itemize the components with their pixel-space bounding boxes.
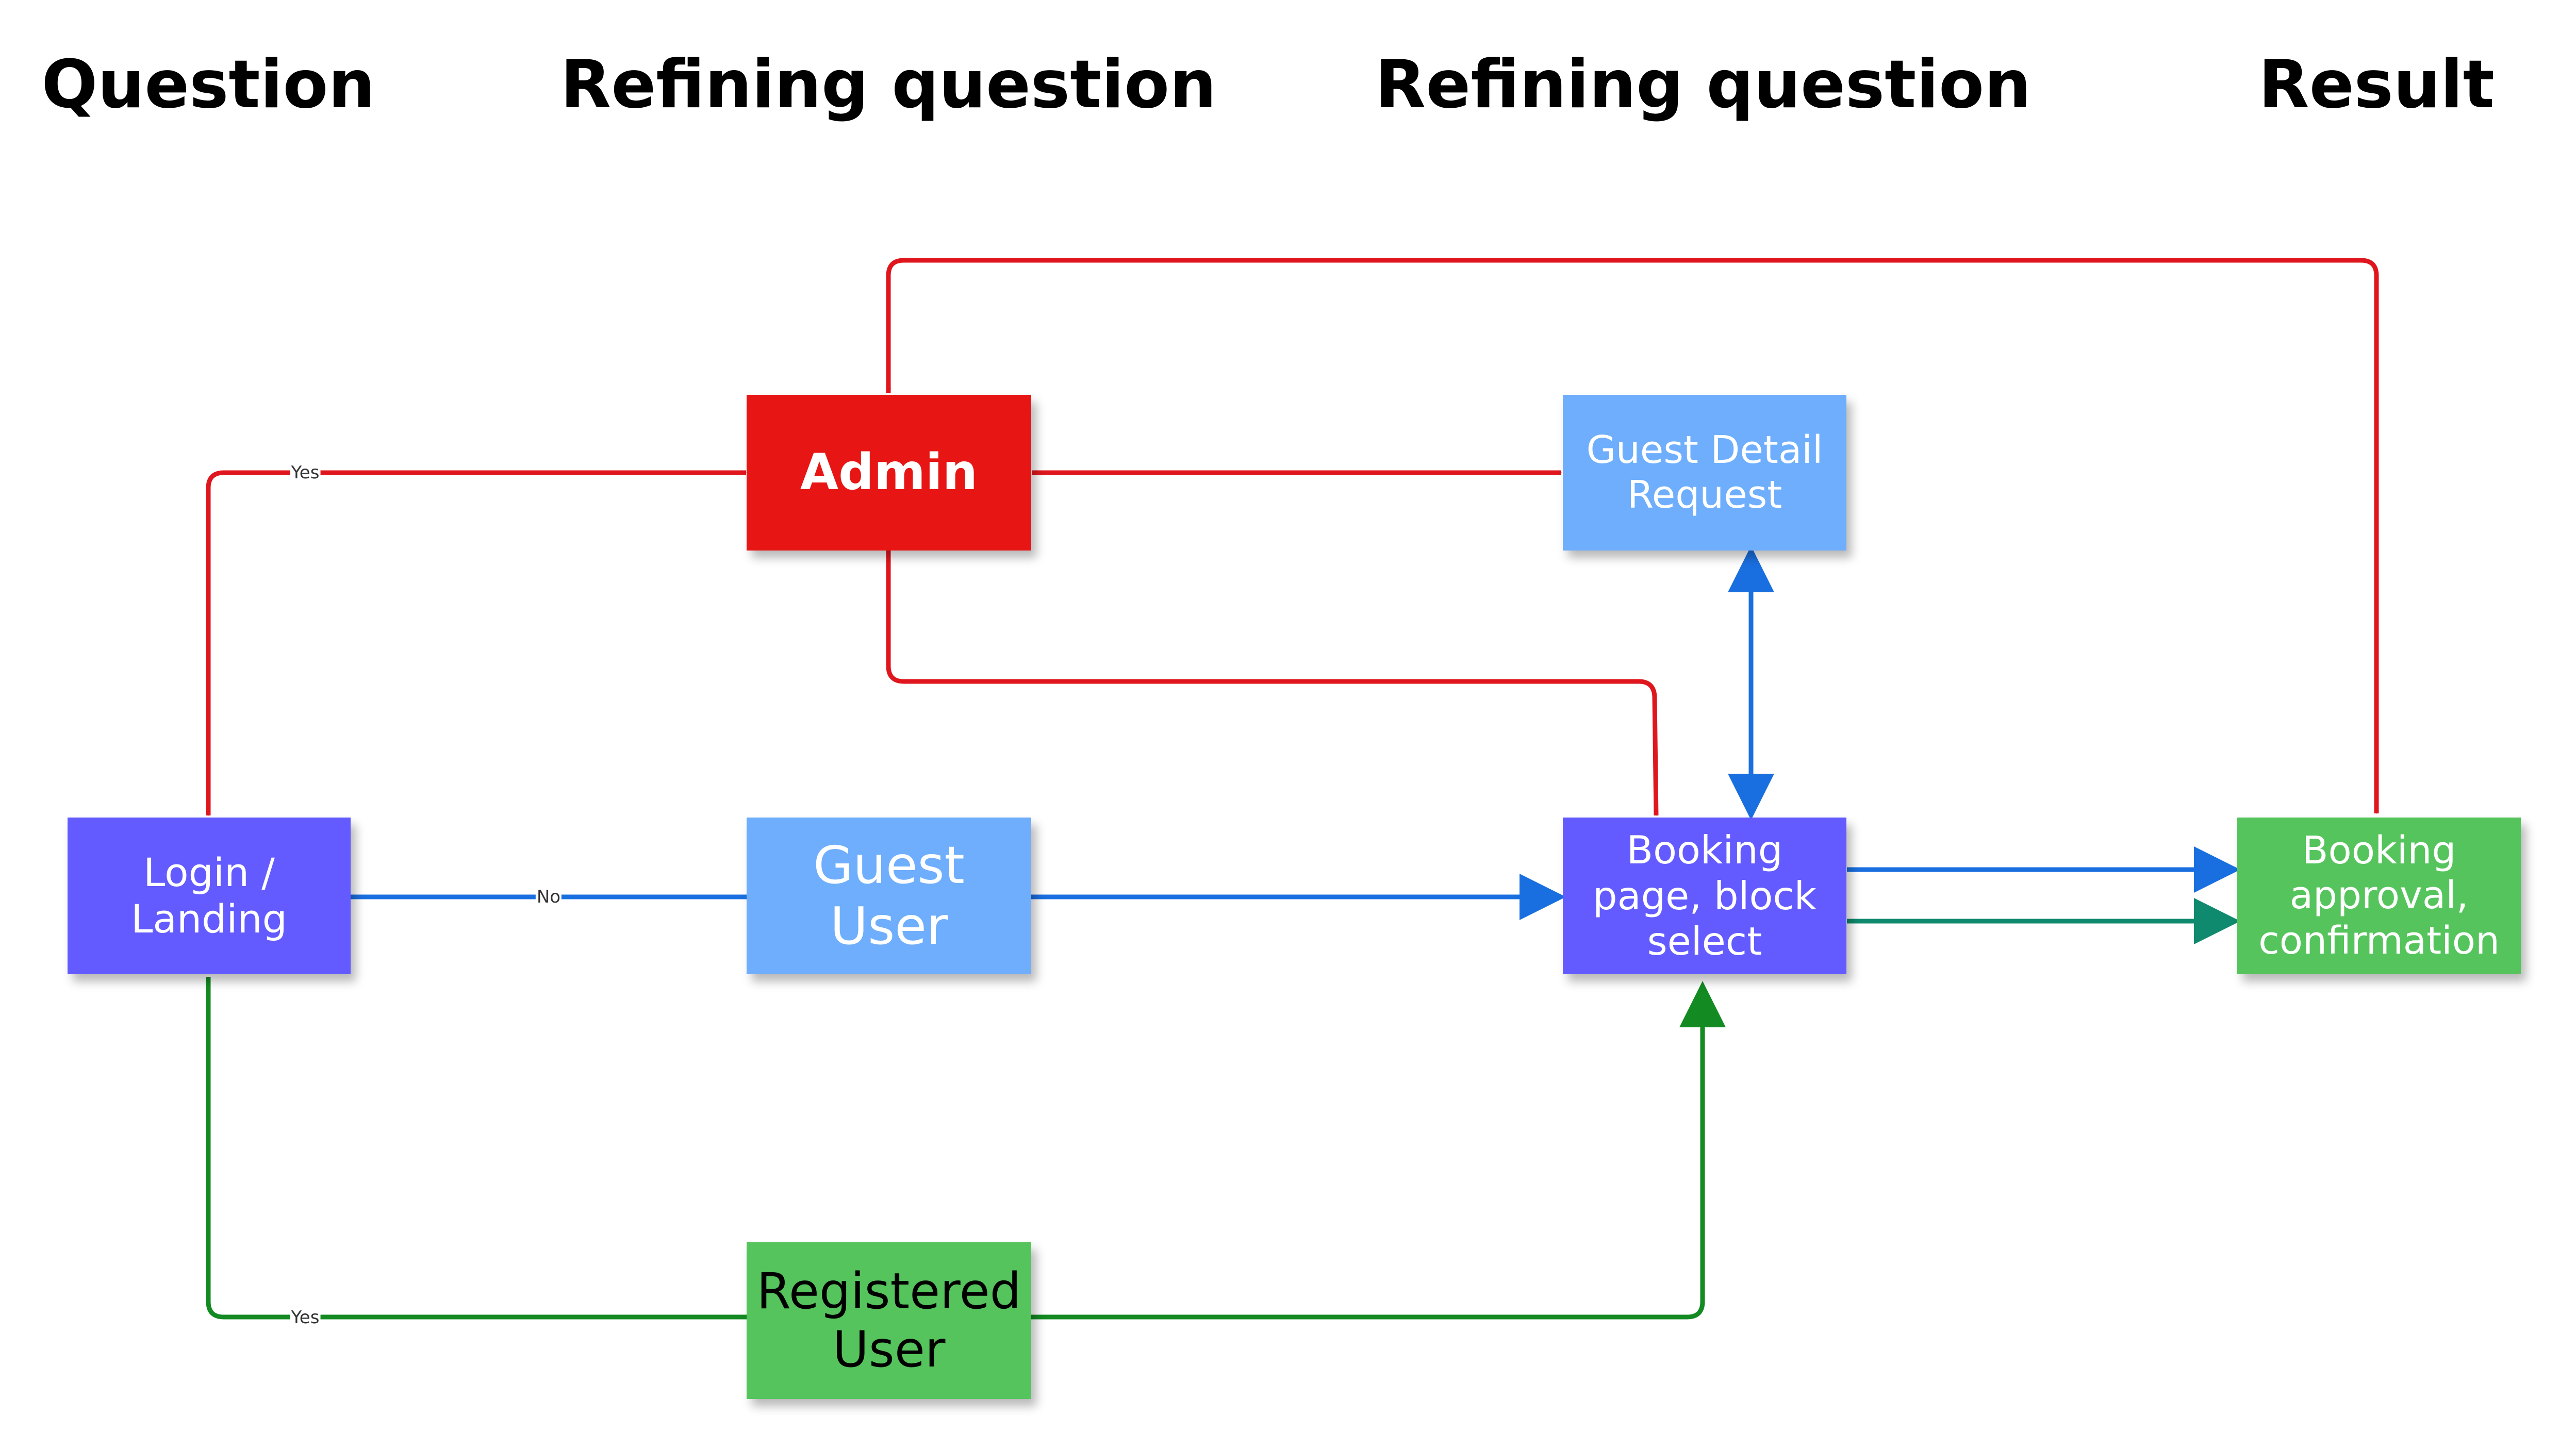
header-refining-question-2: Refining question	[1375, 46, 2032, 123]
node-guest-user-label: Guest User	[813, 835, 965, 956]
header-refining-question-1: Refining question	[560, 46, 1217, 123]
node-guest-user[interactable]: Guest User	[747, 818, 1031, 974]
node-guest-detail-request-label: Guest Detail Request	[1586, 427, 1823, 517]
edge-label-login-registered-yes: Yes	[290, 1307, 321, 1328]
node-booking-approval-label: Booking approval, confirmation	[2258, 828, 2500, 963]
node-admin[interactable]: Admin	[747, 395, 1031, 551]
node-booking-approval[interactable]: Booking approval, confirmation	[2237, 818, 2521, 974]
node-admin-label: Admin	[800, 443, 978, 502]
edge-approval-admin-loop	[886, 258, 2379, 814]
edge-label-login-admin-yes: Yes	[290, 462, 321, 483]
node-login-landing-label: Login / Landing	[131, 849, 287, 942]
edge-label-login-guest-no: No	[535, 887, 562, 907]
node-registered-user[interactable]: Registered User	[747, 1242, 1031, 1399]
header-result: Result	[2258, 46, 2495, 123]
node-registered-user-label: Registered User	[756, 1262, 1021, 1378]
edge-admin-booking	[886, 550, 1659, 816]
edge-login-admin	[206, 470, 747, 816]
edge-login-registered	[206, 977, 747, 1320]
node-booking-page-label: Booking page, block select	[1593, 827, 1817, 964]
header-question: Question	[41, 46, 375, 123]
node-guest-detail-request[interactable]: Guest Detail Request	[1563, 395, 1846, 551]
node-login-landing[interactable]: Login / Landing	[68, 818, 351, 974]
edge-registered-booking	[1031, 981, 1726, 1320]
node-booking-page[interactable]: Booking page, block select	[1563, 818, 1846, 974]
